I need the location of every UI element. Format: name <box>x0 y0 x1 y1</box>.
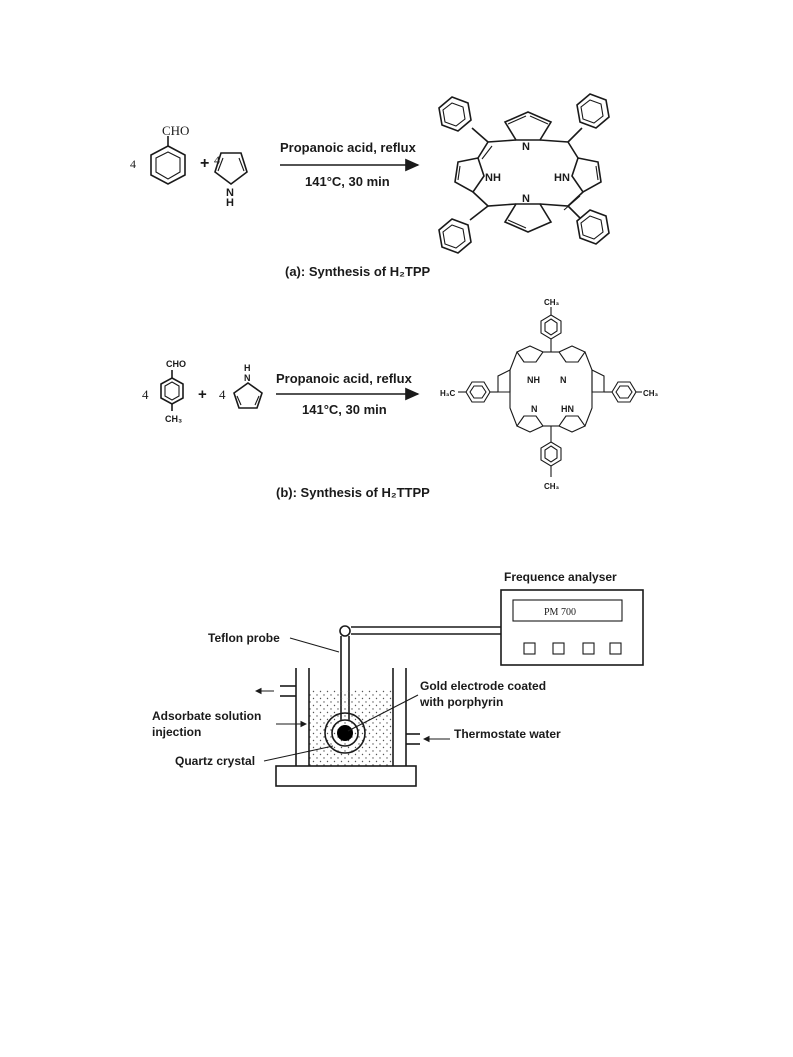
scheme-b-n-left: N <box>531 404 538 414</box>
scheme-b: 4 CHO CH₃ + 4 H N Propanoic acid, reflux… <box>142 298 659 500</box>
scheme-b-cho-label: CHO <box>166 359 186 369</box>
scheme-b-plus-sign: + <box>198 386 207 403</box>
label-quartz-crystal: Quartz crystal <box>175 754 255 768</box>
scheme-a-cho-label: CHO <box>162 123 189 138</box>
scheme-b-pyrrole-n: N <box>244 373 251 383</box>
scheme-b-h3c-left: H₃C <box>440 389 455 398</box>
scheme-b-nh-left: NH <box>527 375 540 385</box>
label-adsorbate-line1: Adsorbate solution <box>152 709 261 723</box>
analyser-button-4 <box>609 642 622 655</box>
scheme-a-hn-right: HN <box>554 172 570 184</box>
scheme-b-hn-right: HN <box>561 404 574 414</box>
scheme-b-ch3-top: CH₃ <box>544 298 560 307</box>
scheme-b-h2ttpp-structure: CH₃ NH N N HN H₃C <box>440 298 659 491</box>
label-thermostate-water: Thermostate water <box>454 727 561 741</box>
scheme-a: 4 CHO + 4 N H Propanoic acid, reflux 141… <box>130 93 610 279</box>
scheme-a-pyrrole-h: H <box>226 197 234 209</box>
scheme-b-ch3-bottom: CH₃ <box>544 482 560 491</box>
quartz-crystal-disc <box>331 719 359 747</box>
scheme-b-tolualdehyde: CHO CH₃ <box>160 359 186 424</box>
scheme-b-pyrrole-coefficient: 4 <box>219 387 226 402</box>
label-adsorbate-line2: injection <box>152 725 201 739</box>
analyser-button-1 <box>523 642 536 655</box>
probe-joint <box>339 625 351 637</box>
analyser-button-2 <box>552 642 565 655</box>
scheme-b-conditions-top: Propanoic acid, reflux <box>276 371 413 386</box>
qcm-apparatus: Frequence analyser PM 700 <box>152 570 644 787</box>
scheme-b-ch3-right: CH₃ <box>643 389 659 398</box>
scheme-a-benzaldehyde: CHO <box>150 123 189 185</box>
scheme-b-pyrrole: H N <box>233 363 263 409</box>
label-teflon-probe: Teflon probe <box>208 631 280 645</box>
scheme-a-h2tpp-structure: N N NH HN <box>438 93 610 254</box>
scheme-a-conditions-bottom: 141°C, 30 min <box>305 174 390 189</box>
scheme-b-conditions-bottom: 141°C, 30 min <box>302 402 387 417</box>
analyser-button-3 <box>582 642 595 655</box>
scheme-b-aldehyde-coefficient: 4 <box>142 387 149 402</box>
quartz-holder-outer <box>324 712 366 754</box>
scheme-a-n-top: N <box>522 141 530 153</box>
analyser-display-text: PM 700 <box>544 607 576 618</box>
scheme-b-pyrrole-h: H <box>244 363 251 373</box>
scheme-a-conditions-top: Propanoic acid, reflux <box>280 140 417 155</box>
scheme-b-n-right: N <box>560 375 567 385</box>
scheme-a-plus-sign: + <box>200 155 209 172</box>
label-gold-electrode-line2: with porphyrin <box>419 695 503 709</box>
analyser-display <box>512 599 623 622</box>
gold-electrode <box>337 725 353 741</box>
scheme-a-n-bottom: N <box>522 193 530 205</box>
scheme-a-caption: (a): Synthesis of H₂TPP <box>285 264 431 279</box>
scheme-a-nh-left: NH <box>485 172 501 184</box>
scheme-b-ch3-label: CH₃ <box>165 414 182 424</box>
scheme-a-pyrrole: N H <box>214 152 248 209</box>
scheme-a-benzaldehyde-coefficient: 4 <box>130 157 136 171</box>
cell-base <box>275 765 417 787</box>
analyser-title: Frequence analyser <box>504 570 617 584</box>
label-gold-electrode-line1: Gold electrode coated <box>420 679 546 693</box>
scheme-a-pyrrole-coefficient: 4 <box>214 153 220 167</box>
scheme-b-caption: (b): Synthesis of H₂TTPP <box>276 485 430 500</box>
scheme-a-pyrrole-n: N <box>226 187 234 199</box>
